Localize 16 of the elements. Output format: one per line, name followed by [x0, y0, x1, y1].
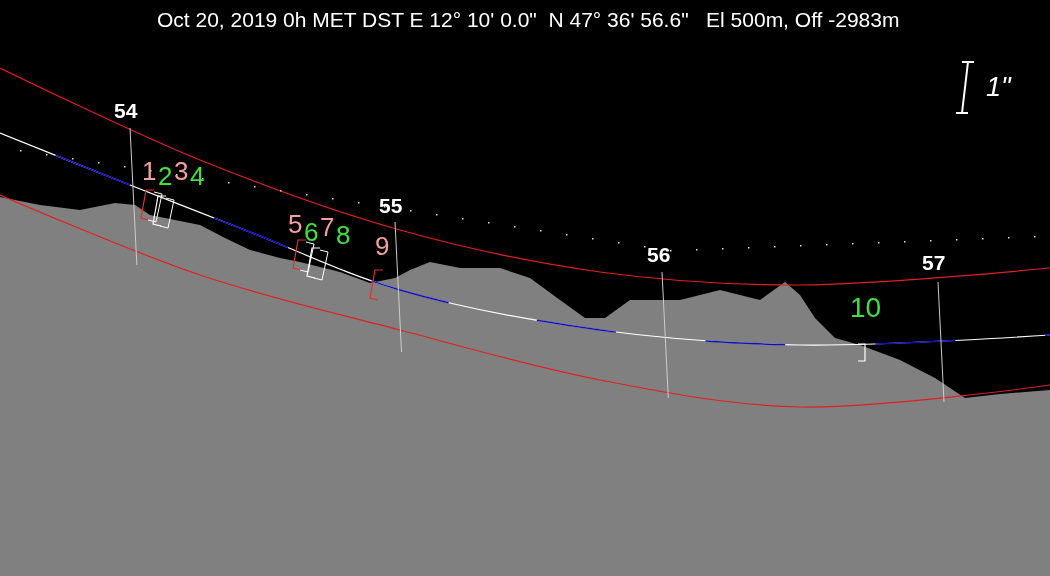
event-number: 7	[320, 214, 335, 240]
event-number: 2	[158, 163, 173, 189]
event-number: 4	[190, 163, 205, 189]
event-number: 6	[304, 219, 319, 245]
scale-label: 1"	[986, 74, 1011, 101]
minute-label: 57	[922, 252, 946, 273]
event-number: 9	[375, 233, 390, 259]
event-number: 8	[336, 222, 351, 248]
event-number: 1	[142, 158, 157, 184]
event-number: 5	[288, 211, 303, 237]
title: Oct 20, 2019 0h MET DST E 12° 10' 0.0" N 47° 36' 56.6" El 500m, Off -2983m	[157, 9, 900, 30]
minute-label: 56	[647, 244, 671, 265]
minute-label: 54	[114, 100, 138, 121]
event-number: 3	[174, 158, 189, 184]
minute-label: 55	[379, 195, 403, 216]
event-number: 10	[850, 294, 882, 322]
